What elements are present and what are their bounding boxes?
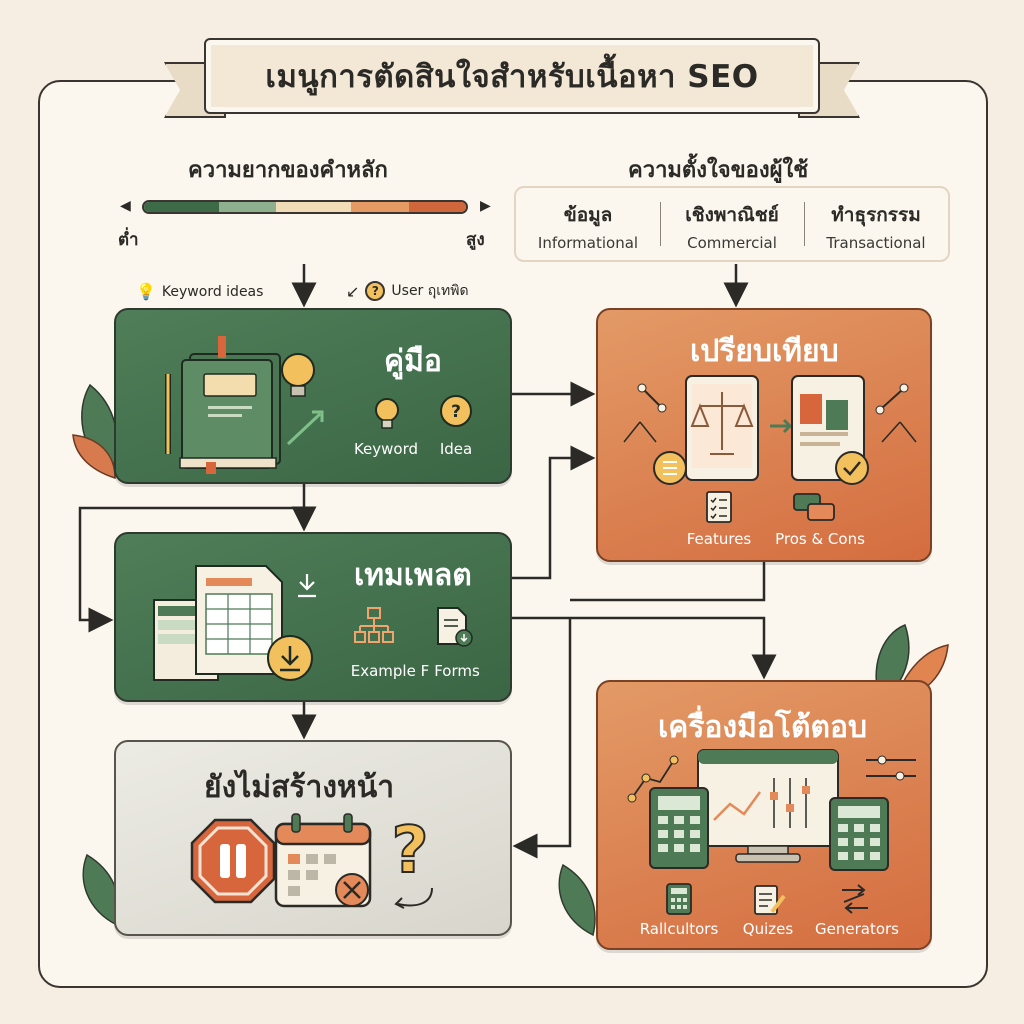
document-download-icon xyxy=(434,606,474,652)
difficulty-label: ความยากของคำหลัก xyxy=(188,158,388,183)
card-guide-title: คู่มือ xyxy=(384,344,442,379)
template-example-label: Example F xyxy=(350,662,430,680)
leaf-decoration-icon xyxy=(72,383,118,480)
interactive-generators-label: Generators xyxy=(815,920,899,938)
card-no-page-title: ยังไม่สร้างหน้า xyxy=(204,770,395,805)
guide-keyword-label: Keyword xyxy=(353,440,419,458)
intent-transactional: ทำธุรกรรม Transactional xyxy=(804,188,948,260)
interactive-calculators-label: Rallcultors xyxy=(639,920,719,938)
card-interactive-tools[interactable]: เครื่องมือโต้ตอบ Rallcultors Quizes Gene… xyxy=(596,680,932,950)
intent-label: ความตั้งใจของผู้ใช้ xyxy=(628,158,809,183)
card-template-title: เทมเพลต xyxy=(354,558,472,593)
card-interactive-title: เครื่องมือโต้ตอบ xyxy=(658,710,868,745)
intent-informational: ข้อมูล Informational xyxy=(537,204,639,252)
compare-pros-cons-label: Pros & Cons xyxy=(775,530,865,548)
template-forms-label: Forms xyxy=(434,662,480,680)
interactive-quizzes-label: Quizes xyxy=(742,920,794,938)
pause-octagon-icon xyxy=(188,816,278,910)
hint-keyword-ideas: 💡 Keyword ideas xyxy=(136,282,264,301)
chat-bubbles-icon xyxy=(792,492,838,528)
card-compare[interactable]: เปรียบเทียบ Features Pros & Cons xyxy=(596,308,932,562)
checklist-icon xyxy=(704,488,734,528)
tools-illustration xyxy=(627,749,916,871)
svg-text:?: ? xyxy=(391,814,428,888)
svg-text:?: ? xyxy=(451,402,461,422)
compare-features-label: Features xyxy=(686,530,752,548)
card-guide[interactable]: คู่มือ ? Keyword Idea xyxy=(114,308,512,484)
question-mark-icon: ? xyxy=(386,808,446,922)
question-icon: ? xyxy=(365,281,386,301)
guide-idea-label: Idea xyxy=(439,440,473,458)
quiz-pencil-icon xyxy=(752,882,786,920)
card-compare-title: เปรียบเทียบ xyxy=(690,334,839,369)
calendar-cancel-icon xyxy=(272,812,382,916)
lightbulb-icon xyxy=(372,396,402,436)
leaf-decoration-mid-icon xyxy=(558,863,596,937)
difficulty-scale-bar xyxy=(142,200,468,214)
hint-user-intent: ↙ ? User ฤุเทพิด xyxy=(346,281,469,301)
difficulty-low: ต่ำ xyxy=(118,230,139,250)
shuffle-arrows-icon xyxy=(838,882,872,920)
org-chart-icon xyxy=(354,606,394,650)
comparison-illustration xyxy=(623,375,917,485)
lightbulb-icon: 💡 xyxy=(136,282,156,301)
intent-commercial: เชิงพาณิชย์ Commercial xyxy=(660,188,804,260)
card-no-page[interactable]: ยังไม่สร้างหน้า ? xyxy=(114,740,512,936)
difficulty-high: สูง xyxy=(466,230,485,250)
arrow-left-icon: ◀ xyxy=(120,198,131,214)
diagram-title: เมนูการตัดสินใจสำหรับเนื้อหา SEO xyxy=(204,38,820,114)
question-bubble-icon: ? xyxy=(438,394,474,434)
calculator-icon xyxy=(664,882,694,920)
curved-arrow-icon: ↙ xyxy=(346,281,360,301)
download-arrow-icon xyxy=(294,570,320,604)
intent-legend: ข้อมูล Informational เชิงพาณิชย์ Commerc… xyxy=(514,186,950,262)
card-template[interactable]: เทมเพลต Example F Forms xyxy=(114,532,512,702)
arrow-right-icon: ▶ xyxy=(480,198,491,214)
book-lightbulb-illustration xyxy=(165,336,324,474)
